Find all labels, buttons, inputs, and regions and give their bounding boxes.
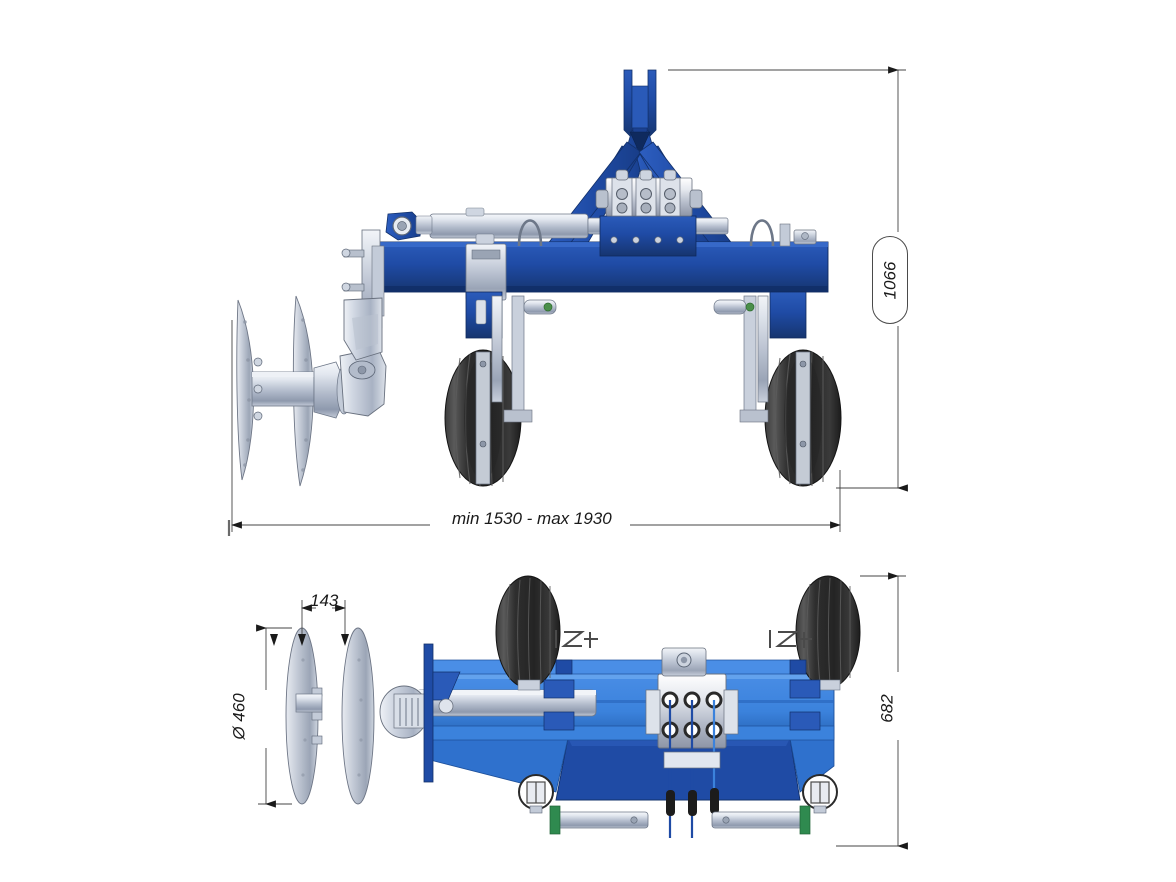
frame-bracket-tabs: [543, 679, 821, 731]
parking-stand-right: [711, 774, 838, 835]
gauge-wheel-left-plan: [495, 575, 561, 691]
valve-spool-sections: [611, 169, 681, 217]
depth-indicator-box: [465, 233, 507, 301]
wheel-support-arm-right: [795, 351, 811, 485]
gauge-wheel-right: [764, 349, 842, 487]
wheel-linkage-hardware-right: [769, 630, 812, 675]
hub-bolts: [253, 357, 263, 421]
hydraulic-valve-block: [595, 169, 703, 257]
disc-perforations-plan: [301, 658, 363, 777]
dim-tick-marks: [270, 634, 349, 646]
wheel-arm-assembly-left: [465, 291, 557, 423]
disc-angle-gearbox: [339, 347, 387, 417]
dimension-disc-spacing-label: 143: [310, 591, 339, 610]
mast-plate-plan: [423, 643, 434, 783]
dimension-height-overall-box: 1066: [872, 236, 908, 324]
wheel-arm-assembly-right: [713, 291, 807, 423]
dimension-height-overall-label: 1066: [880, 261, 900, 299]
lift-hook-right: [749, 219, 775, 247]
lever-grips: [666, 788, 719, 816]
hiller-disc-outer: [236, 299, 254, 481]
dimension-depth-overall-label: 682: [877, 694, 897, 723]
plan-top-view: [256, 572, 908, 850]
front-elevation-view: [227, 66, 908, 536]
top-link-mast: [623, 69, 657, 139]
disc-assembly: [236, 295, 387, 487]
disc-angle-gearbox-plan: [379, 685, 429, 739]
gauge-wheel-right-plan: [795, 575, 861, 691]
wheel-linkage-hardware-left: [555, 630, 598, 675]
dimension-lines-front-view: [227, 66, 908, 536]
hiller-disc-inner-plan: [341, 627, 375, 805]
dimension-lines-plan-view: [256, 572, 908, 850]
toolbar-top-strip: [429, 659, 835, 675]
wheel-support-arm-left: [475, 351, 491, 485]
disc-mounting-bracket: [343, 297, 383, 361]
right-end-cap: [779, 223, 817, 247]
parking-stand-left: [518, 774, 649, 835]
rear-beam-strip: [429, 725, 835, 741]
lift-hook-left: [517, 219, 543, 247]
dimension-disc-diameter-label: Ø 460: [229, 693, 249, 740]
dimension-width-overall-label: min 1530 - max 1930: [452, 509, 612, 528]
valve-control-levers: [663, 700, 721, 838]
disc-shaft-stub: [295, 693, 323, 713]
pivot-pin-plan: [438, 698, 454, 714]
